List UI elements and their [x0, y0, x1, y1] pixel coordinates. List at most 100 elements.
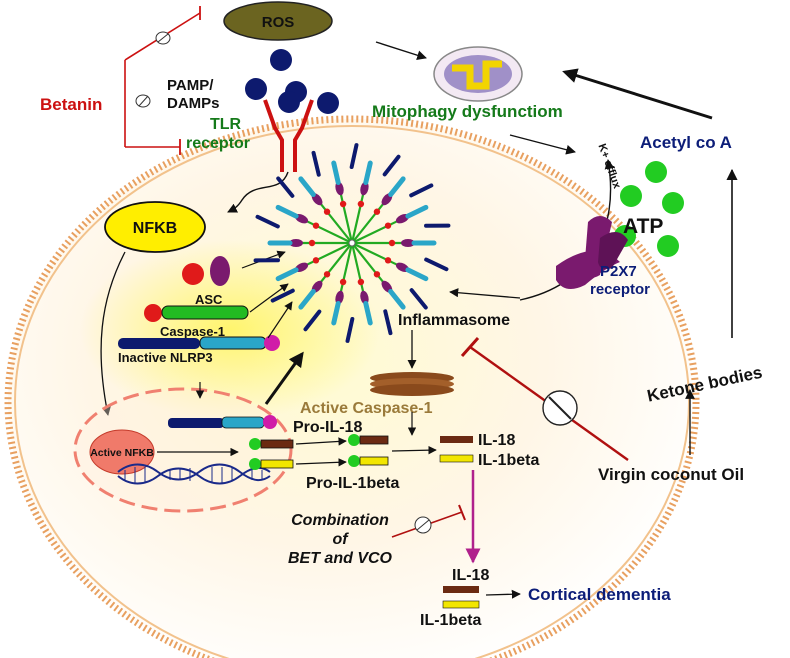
inactive-nlrp3-label: Inactive NLRP3 [118, 350, 213, 365]
wheel-pyd [308, 239, 316, 247]
cell-membrane-outer [4, 115, 700, 658]
caspase-to-complex-arrow [249, 283, 289, 313]
betanin-inhibition: Betanin [40, 6, 201, 155]
wheel-pyd [323, 208, 331, 215]
wheel-lrr [255, 214, 280, 229]
wheel-nacht [388, 288, 406, 310]
atp-molecule [645, 161, 667, 183]
wheel-nacht [363, 160, 373, 186]
wheel-pyd [373, 271, 381, 278]
combination-label: Combination [291, 512, 389, 529]
vco-block-bar [460, 337, 480, 357]
il18-bottom-label: IL-18 [452, 567, 489, 584]
il1beta-label: IL-1beta [478, 452, 539, 469]
pro-il18-gene-body [260, 439, 294, 449]
wheel-pyd [384, 222, 392, 229]
nfkb-node: NFKB [104, 201, 206, 253]
p2x7-receptor: P2X7 receptor [556, 216, 650, 298]
dna-rungs [124, 467, 263, 483]
inflammasome-wheel [253, 143, 451, 343]
pro-il1b-head [348, 455, 360, 467]
cytoplasm-glow [80, 240, 380, 420]
pro-il1b-body [359, 456, 389, 466]
nlrp3-lrr [118, 338, 200, 349]
pamp-label: PAMP/ [167, 77, 214, 94]
no-sign-icon [542, 390, 578, 426]
wheel-lrr [349, 143, 359, 170]
maturation-arrow [391, 445, 437, 455]
il1b-secreted [442, 600, 480, 609]
nlrp3-nuclear-lrr [168, 418, 224, 428]
p2x7-label: P2X7 [600, 263, 637, 280]
wheel-pyd [312, 222, 320, 229]
damps-label: DAMPs [167, 95, 220, 112]
wheel-lrr [424, 257, 449, 272]
dna-strand-b [117, 466, 271, 485]
tlr-to-nfkb-arrow [227, 171, 289, 213]
acetyl-to-mito-arrow [562, 68, 713, 120]
il18-mature [440, 436, 473, 443]
caspase-body [161, 305, 249, 320]
pro-il1b-gene-head [249, 458, 261, 470]
inflammasome-components: ASC Caspase-1 Inactive NLRP3 [118, 250, 293, 365]
wheel-card [335, 181, 344, 196]
atp-cluster: ATP [614, 161, 684, 257]
wheel-lrr [270, 288, 295, 303]
acetyl-coa-node: Acetyl co A [562, 68, 738, 338]
wheel-nacht [331, 160, 341, 186]
tlr-receptor: TLR receptor [186, 99, 314, 172]
dna-strand-a [117, 463, 271, 482]
wheel-nacht [298, 176, 316, 198]
vco-inhibition: Virgin coconut Oil [460, 337, 744, 484]
combination-block-bar [458, 504, 466, 521]
nucleus: Active NFKB [73, 351, 304, 513]
tlr-right-arm [293, 99, 314, 172]
wheel-pyd [384, 257, 392, 264]
pro-il1b-gene-body [260, 459, 294, 469]
virgin-coconut-oil-label: Virgin coconut Oil [598, 465, 744, 484]
nlrp3-nacht [199, 336, 267, 350]
wheel-lrr [311, 150, 321, 177]
inflammasome-label: Inflammasome [398, 312, 510, 329]
no-sign-icon [135, 94, 151, 108]
nlrp3-export-arrow [264, 351, 304, 405]
tlr-label: TLR [210, 116, 242, 133]
p2x7-receptor-label: receptor [590, 281, 650, 298]
pro-il18-label: Pro-IL-18 [293, 419, 362, 436]
atp-molecule [657, 235, 679, 257]
wheel-pyd [339, 278, 347, 286]
wheel-pyd [339, 200, 347, 208]
wheel-card [335, 290, 344, 305]
active-nfkb-label: Active NFKB [90, 447, 154, 459]
wheel-lrr [276, 176, 295, 198]
k-efflux-label: K+ efflux [595, 142, 623, 191]
nfkb-ellipse [104, 201, 206, 253]
cytokines-to-dementia-arrow [485, 589, 521, 599]
nfkb-to-nucleus-arrow [100, 251, 126, 416]
wheel-pyd [357, 278, 365, 286]
acetyl-coa-label: Acetyl co A [640, 133, 732, 152]
wheel-pyd [388, 239, 396, 247]
active-caspase1-label: Active Caspase-1 [300, 400, 433, 417]
wheel-lrr [345, 316, 355, 343]
cortical-dementia-label: Cortical dementia [528, 585, 671, 604]
ros-to-mito-arrow [375, 41, 427, 60]
ros-label: ROS [262, 14, 295, 31]
no-sign-icon [414, 516, 432, 534]
wheel-card [289, 239, 303, 247]
wheel-pyd [312, 257, 320, 264]
il1b-mature [439, 454, 474, 463]
active-nfkb-blob [89, 429, 155, 475]
pamp-molecule [270, 49, 292, 71]
cell [4, 115, 700, 658]
wheel-nacht [363, 300, 373, 326]
mitophagy-label: Mitophagy dysfunctiom [372, 102, 563, 121]
wheel-nacht [388, 176, 406, 198]
tlr-to-p2x7-arrow [509, 134, 576, 155]
receptor-label: receptor [186, 135, 250, 152]
il18-secreted [443, 586, 479, 593]
caspase1-label: Caspase-1 [160, 324, 225, 339]
combination-of-label: of [332, 531, 349, 548]
